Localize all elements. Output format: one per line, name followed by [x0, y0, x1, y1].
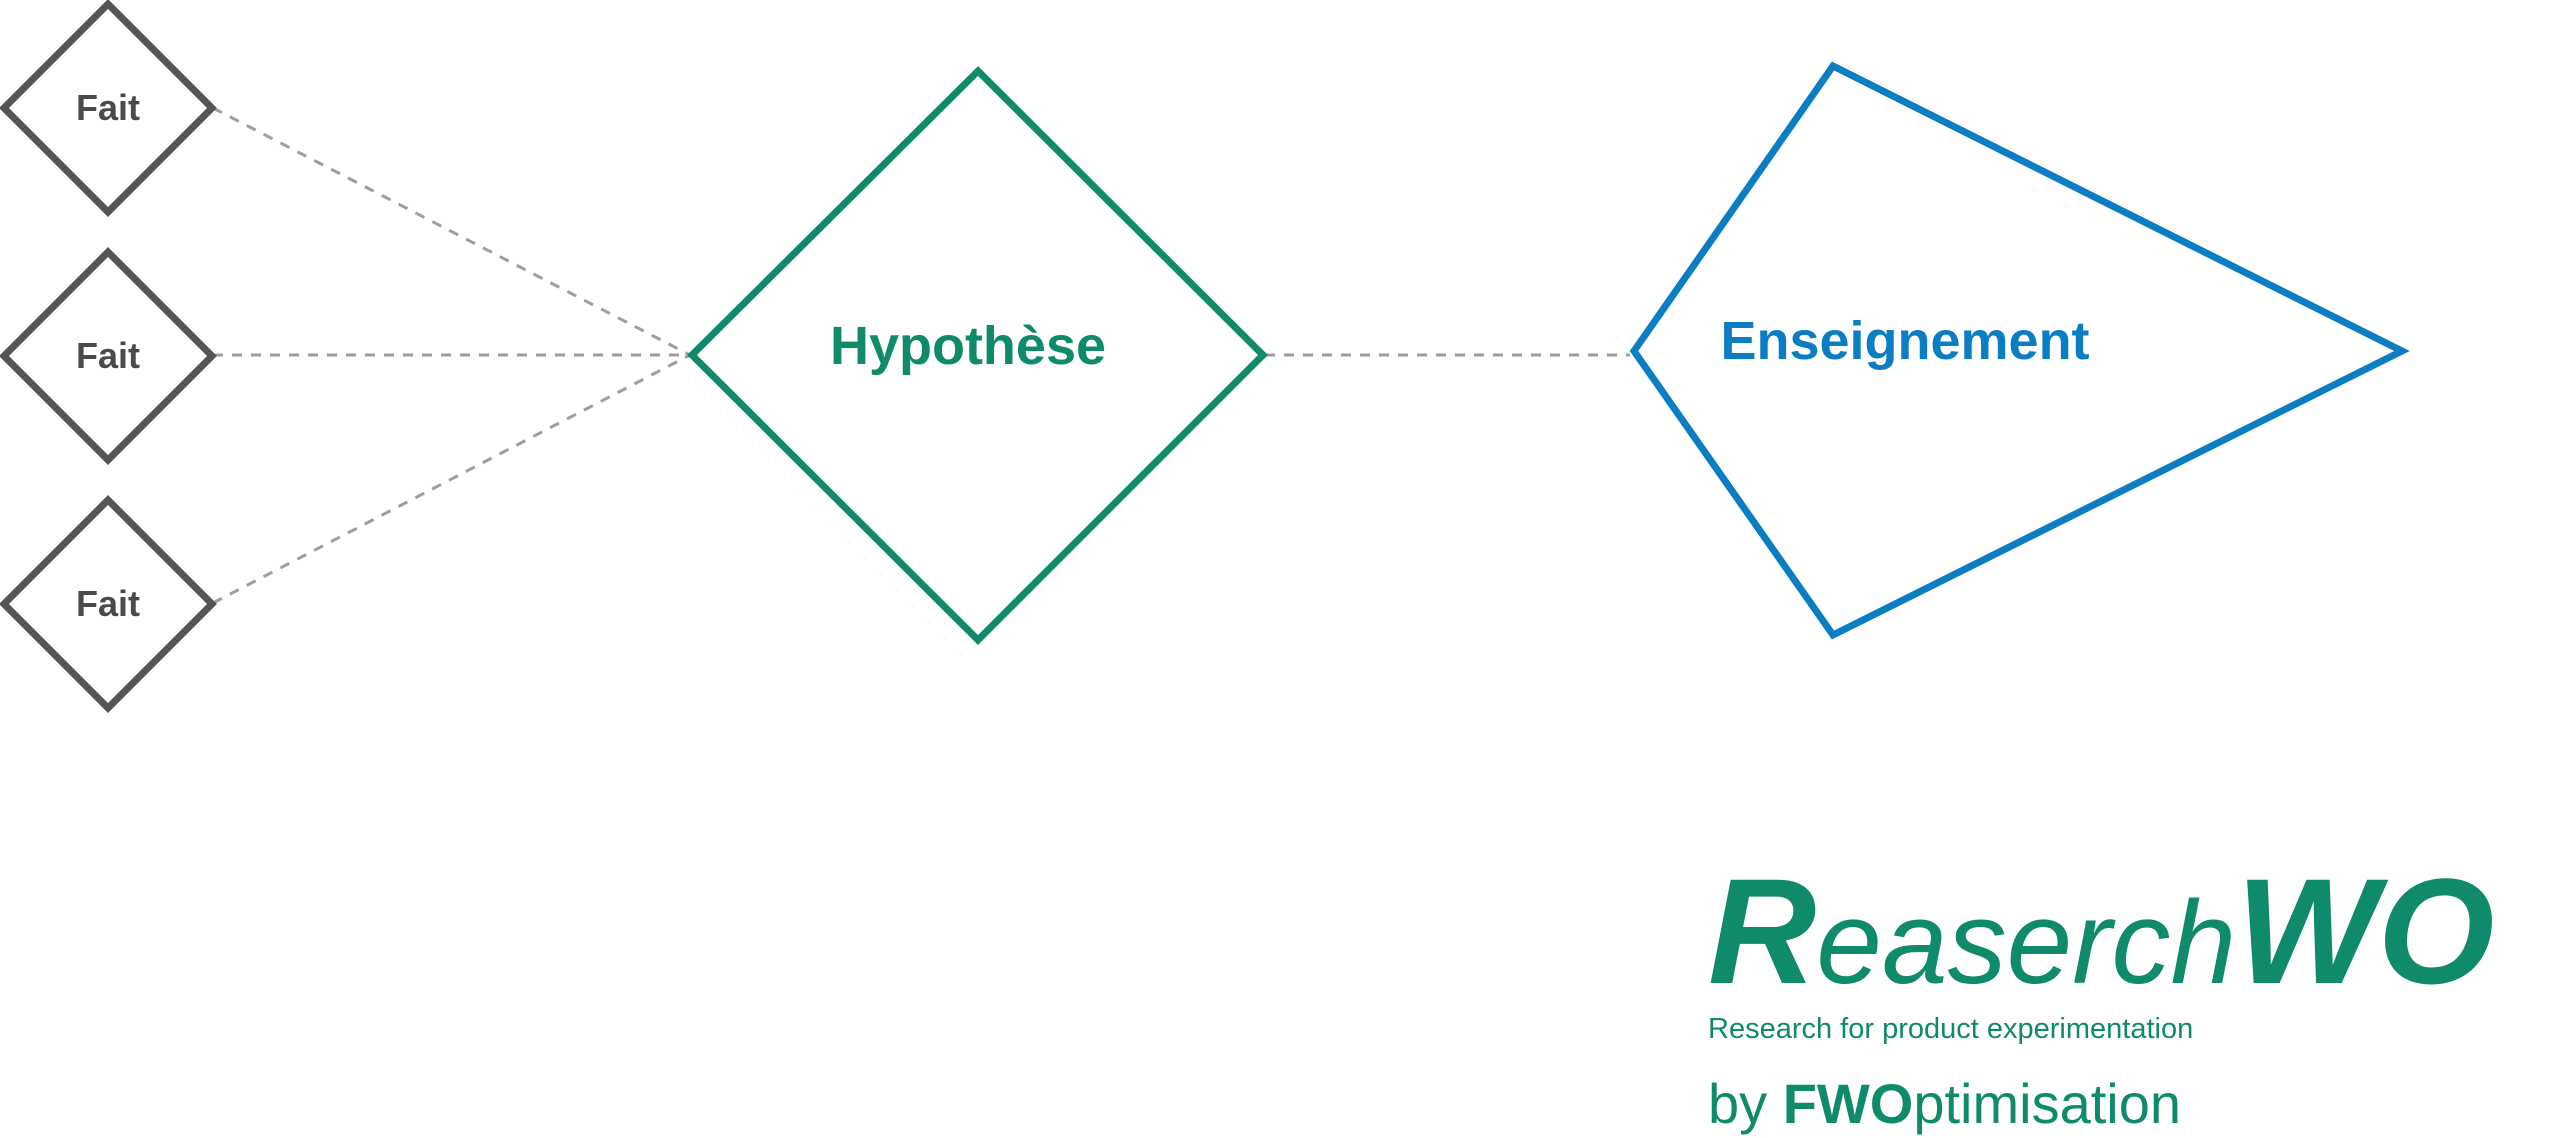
- lesson-node: Enseignement: [1629, 61, 2410, 640]
- connector-fact-3-hypothesis: [212, 353, 691, 605]
- brand-logo-middle: easerch: [1816, 877, 2236, 1009]
- brand-logo-end: WO: [2236, 847, 2494, 1015]
- hypothesis-diamond-shape: [687, 66, 1268, 645]
- fact-label-1: Fait: [76, 87, 140, 128]
- brand-tagline: Research for product experimentation: [1708, 1013, 2193, 1045]
- byline-company-bold: FWO: [1783, 1072, 1914, 1135]
- brand-logo-initial: R: [1708, 847, 1816, 1015]
- hypothesis-label: Hypothèse: [830, 316, 1106, 376]
- fact-node-3: Fait: [0, 495, 217, 713]
- hypothesis-node: Hypothèse: [687, 66, 1268, 645]
- connector-fact-1-hypothesis: [212, 106, 691, 357]
- lesson-arrow-shape: [1629, 61, 2410, 640]
- brand-logo: ReaserchWO Research for product experime…: [1708, 847, 2494, 1135]
- fact-diamond-shape: [0, 0, 217, 217]
- brand-byline: by FWOptimisation: [1708, 1072, 2181, 1135]
- fact-label-2: Fait: [76, 335, 140, 376]
- fact-node-2: Fait: [0, 247, 217, 465]
- fact-diamond-shape: [0, 495, 217, 713]
- fact-node-1: Fait: [0, 0, 217, 217]
- fact-diamond-shape: [0, 247, 217, 465]
- byline-prefix: by: [1708, 1072, 1783, 1135]
- lesson-label: Enseignement: [1720, 311, 2089, 371]
- brand-wordmark: ReaserchWO: [1708, 847, 2494, 1015]
- fact-label-3: Fait: [76, 583, 140, 624]
- byline-company-rest: ptimisation: [1913, 1072, 2181, 1135]
